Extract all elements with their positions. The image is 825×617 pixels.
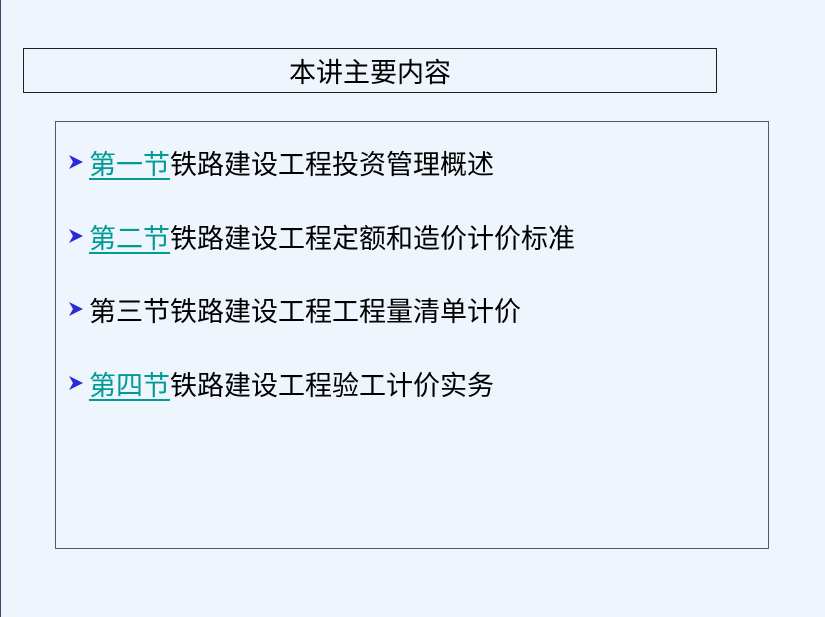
list-item: 第一节铁路建设工程投资管理概述 <box>66 142 494 182</box>
section-topic: 铁路建设工程工程量清单计价 <box>170 296 521 328</box>
arrowhead-bullet-icon <box>69 302 83 316</box>
slide-title: 本讲主要内容 <box>289 58 451 89</box>
slide-left-edge <box>0 0 1 617</box>
list-item: 第三节铁路建设工程工程量清单计价 <box>66 289 521 329</box>
section-link-2[interactable]: 第二节 <box>89 223 170 255</box>
section-link-4[interactable]: 第四节 <box>89 370 170 402</box>
list-item: 第二节铁路建设工程定额和造价计价标准 <box>66 216 575 256</box>
section-label-3: 第三节 <box>89 296 170 328</box>
arrowhead-bullet-icon <box>69 155 83 169</box>
section-topic: 铁路建设工程验工计价实务 <box>170 370 494 402</box>
section-link-1[interactable]: 第一节 <box>89 149 170 181</box>
content-box: 第一节铁路建设工程投资管理概述 第二节铁路建设工程定额和造价计价标准 第三节铁路… <box>55 121 769 549</box>
section-topic: 铁路建设工程定额和造价计价标准 <box>170 223 575 255</box>
arrowhead-bullet-icon <box>69 376 83 390</box>
list-item: 第四节铁路建设工程验工计价实务 <box>66 363 494 403</box>
title-box: 本讲主要内容 <box>23 48 717 93</box>
arrowhead-bullet-icon <box>69 229 83 243</box>
section-topic: 铁路建设工程投资管理概述 <box>170 149 494 181</box>
